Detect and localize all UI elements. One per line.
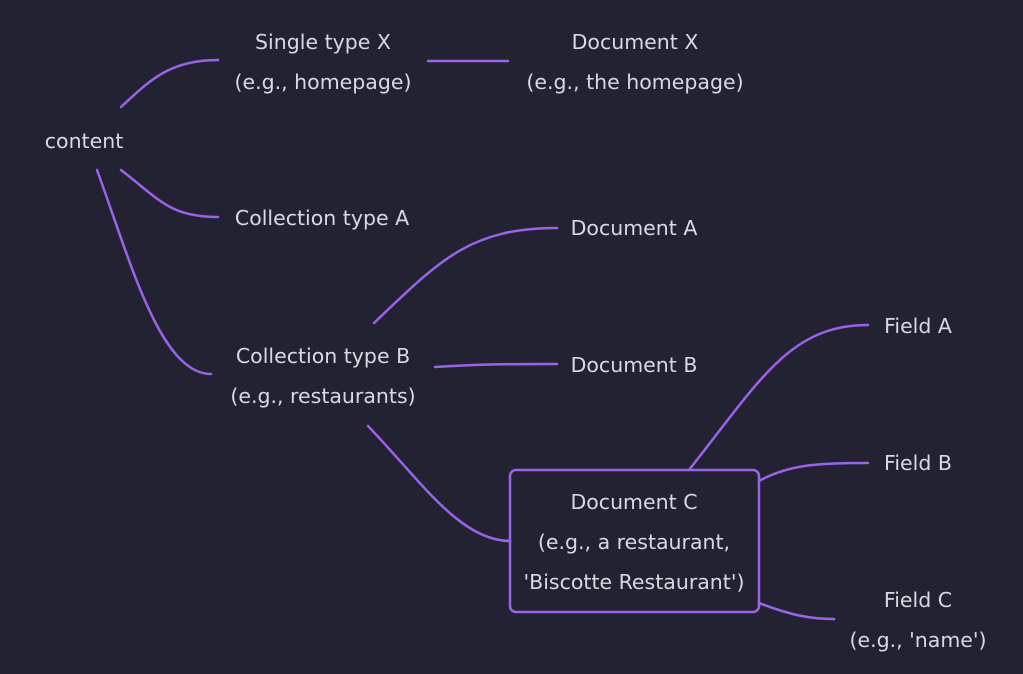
node-field-a: Field A xyxy=(884,306,952,346)
node-collection-type-b-example: (e.g., restaurants) xyxy=(230,384,416,408)
node-field-b-label: Field B xyxy=(884,451,952,475)
edge-doc-c-field-c xyxy=(757,601,836,621)
node-field-c-title: Field C xyxy=(883,588,953,612)
node-document-c: Document C (e.g., a restaurant, 'Biscott… xyxy=(524,482,745,602)
node-document-a: Document A xyxy=(571,208,698,248)
node-single-type-x: Single type X (e.g., homepage) xyxy=(234,22,411,102)
node-content: content xyxy=(45,121,124,161)
node-document-a-label: Document A xyxy=(570,216,698,240)
node-single-type-x-title: Single type X xyxy=(255,30,391,54)
node-collection-type-b: Collection type B (e.g., restaurants) xyxy=(230,336,415,416)
node-field-a-label: Field A xyxy=(884,314,952,338)
node-document-x-title: Document X xyxy=(571,30,699,54)
edge-root-single-x xyxy=(119,58,220,109)
node-document-b: Document B xyxy=(571,345,698,385)
edge-doc-c-field-a xyxy=(687,323,870,472)
node-field-b: Field B xyxy=(884,443,952,483)
node-document-x-example: (e.g., the homepage) xyxy=(526,70,744,94)
node-collection-type-a: Collection type A xyxy=(235,198,409,238)
node-document-c-name: 'Biscotte Restaurant') xyxy=(523,570,745,594)
edge-doc-c-field-b xyxy=(757,461,870,483)
edge-coll-b-doc-c xyxy=(366,424,512,543)
node-collection-type-b-title: Collection type B xyxy=(235,344,411,368)
edge-root-coll-b xyxy=(95,168,213,376)
node-document-x: Document X (e.g., the homepage) xyxy=(526,22,743,102)
edge-coll-b-doc-a xyxy=(372,226,559,325)
node-document-c-title: Document C xyxy=(570,490,698,514)
document-c-box xyxy=(508,468,761,614)
node-single-type-x-example: (e.g., homepage) xyxy=(234,70,412,94)
node-document-c-example: (e.g., a restaurant, xyxy=(537,530,731,554)
node-field-c-example: (e.g., 'name') xyxy=(849,628,987,652)
edge-root-coll-a xyxy=(119,168,220,219)
edge-coll-b-doc-b xyxy=(433,362,559,369)
node-document-b-label: Document B xyxy=(570,353,698,377)
node-field-c: Field C (e.g., 'name') xyxy=(849,580,986,660)
node-content-label: content xyxy=(44,129,124,153)
node-collection-type-a-label: Collection type A xyxy=(234,206,410,230)
